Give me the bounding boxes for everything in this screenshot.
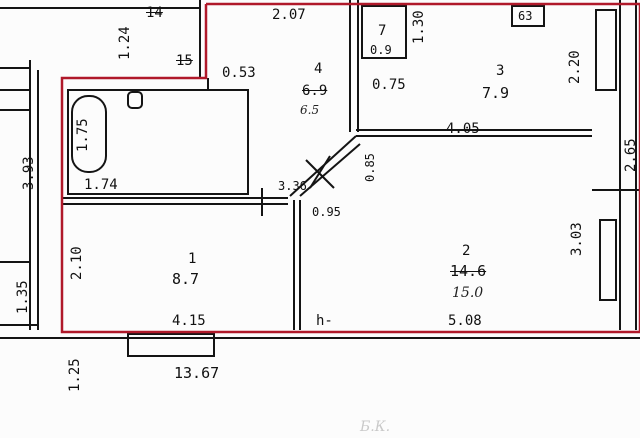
room-4-area-corrected: 6.5: [300, 103, 320, 117]
dim-corridor-15: 15: [176, 53, 193, 69]
dim-hall-095: 0.95: [312, 205, 341, 219]
dim-bath-width: 1.74: [84, 177, 118, 193]
dim-room3-height: 2.20: [567, 50, 583, 84]
dim-top-corridor: 14: [146, 5, 163, 21]
closet-7: [361, 5, 407, 59]
height-mark: h-: [316, 313, 333, 329]
dim-room3-width: 4.05: [446, 121, 480, 137]
window-right-top: [595, 9, 617, 91]
room-1-area: 8.7: [172, 270, 200, 288]
dim-hall-085: 0.85: [363, 153, 377, 182]
dim-wall-075: 0.75: [372, 77, 406, 93]
room-4-number: 4: [314, 61, 323, 77]
room-7-number: 7: [378, 23, 387, 39]
dim-left-stair: 3.93: [21, 156, 37, 190]
room-1-number: 1: [188, 251, 197, 267]
dim-room1-width: 4.15: [172, 313, 206, 329]
stove: [511, 5, 545, 27]
dim-bottom-left: 1.25: [67, 358, 83, 392]
room-2-area: 14.6: [450, 262, 487, 280]
dim-room2-width: 5.08: [448, 313, 482, 329]
dim-corridor-small: 1.24: [117, 26, 133, 60]
room-2-area-corrected: 15.0: [452, 285, 484, 301]
hall-diagonal-2: [299, 143, 361, 197]
bottom-note: Б.К.: [360, 419, 391, 435]
room-3-number: 3: [496, 63, 505, 79]
bathtub: [71, 95, 107, 173]
hall-cross-b: [309, 155, 331, 189]
dim-kitchen-width: 2.07: [272, 7, 306, 23]
room-2-number: 2: [462, 243, 471, 259]
dim-hall-336: 3.36: [278, 179, 307, 193]
dim-wall-053: 0.53: [222, 65, 256, 81]
dim-room7-height: 1.30: [411, 10, 427, 44]
walls: [0, 0, 640, 357]
dim-right-edge: 2.65: [623, 138, 639, 172]
window-right-bottom: [599, 219, 617, 301]
stove-symbol: 63: [518, 9, 533, 23]
apartment-boundary: [60, 2, 640, 334]
room-7-area: 0.9: [370, 43, 392, 57]
dim-bath-height: 1.75: [75, 118, 91, 152]
room-3-area: 7.9: [482, 84, 510, 102]
hall-cross-a: [305, 159, 335, 189]
dim-left-stair-low: 1.35: [15, 280, 31, 314]
sink: [127, 91, 143, 109]
dim-room2-height: 3.03: [569, 222, 585, 256]
room-4-area: 6.9: [302, 83, 328, 99]
window-bottom: [127, 333, 215, 357]
dim-overall-width: 13.67: [174, 364, 220, 382]
dim-room1-height: 2.10: [69, 246, 85, 280]
bath-room: [67, 89, 249, 195]
